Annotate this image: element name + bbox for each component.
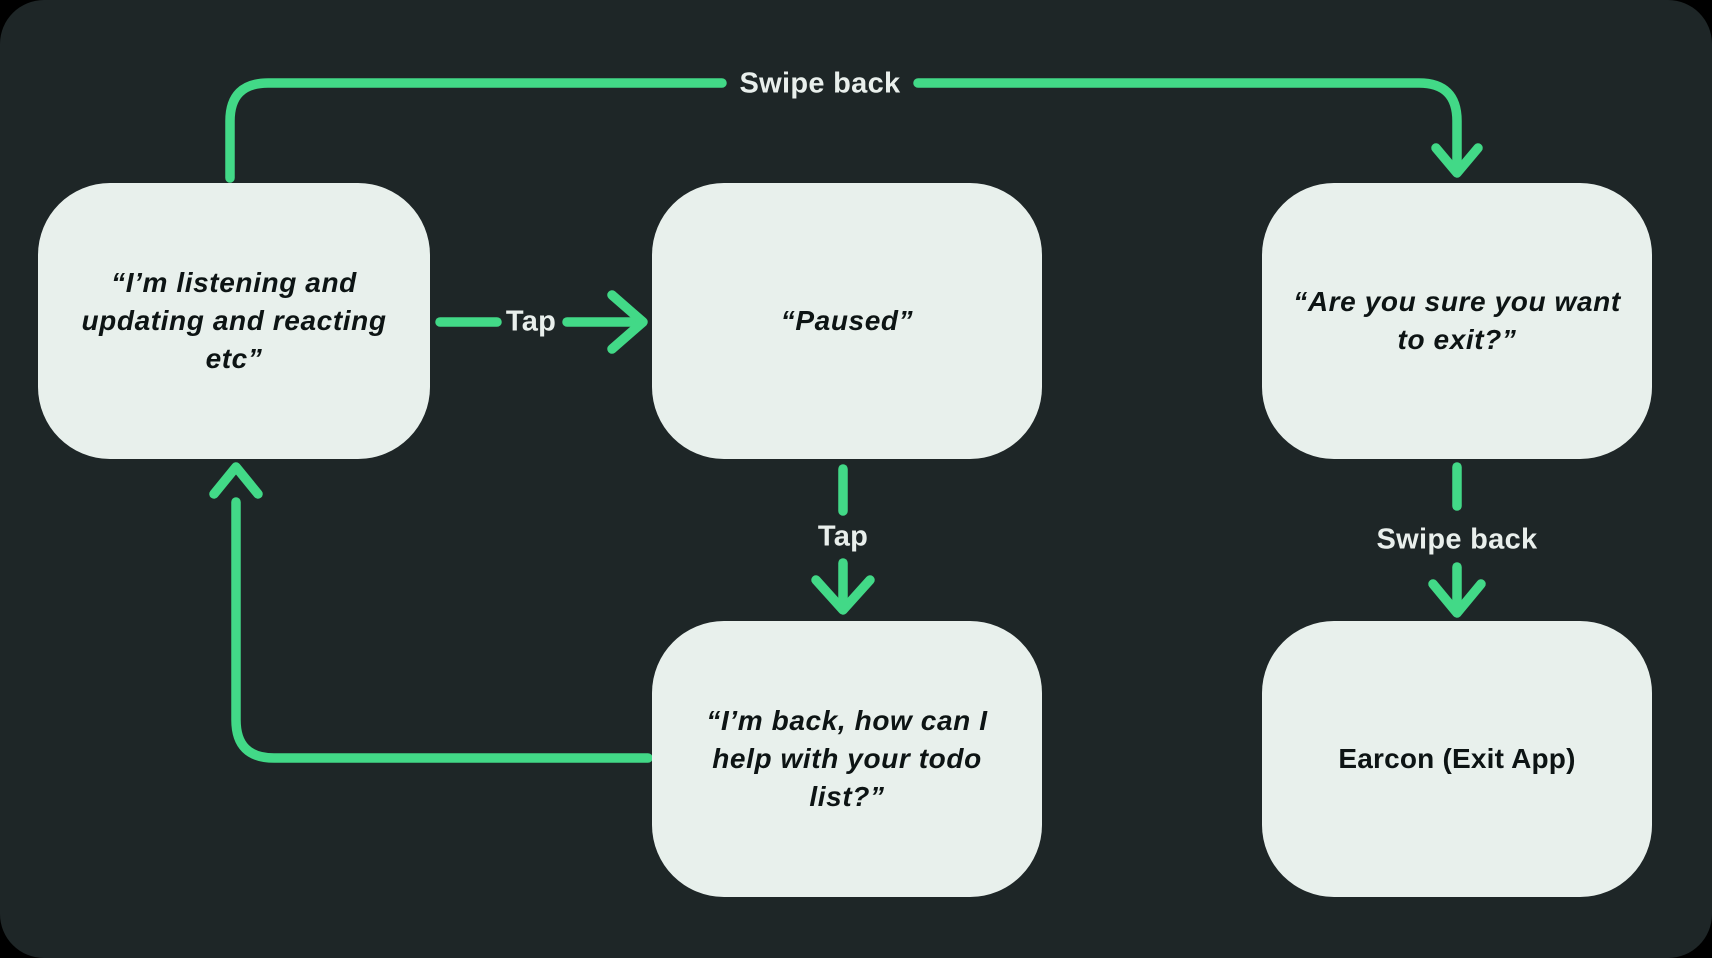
- edge-label-swipe-back-top: Swipe back: [739, 67, 901, 100]
- edge-label-tap-vertical: Tap: [817, 520, 869, 553]
- arrow-swipe-back-top-left-segment: [225, 78, 727, 183]
- arrow-swipe-back-top-right-segment: [913, 78, 1462, 167]
- arrowhead-up-icon: [209, 462, 263, 499]
- node-im-back-state: “I’m back, how can I help with your todo…: [652, 621, 1042, 897]
- node-earcon-text: Earcon (Exit App): [1338, 742, 1576, 774]
- edge-label-swipe-back-right: Swipe back: [1376, 523, 1538, 556]
- arrowhead-down-icon: [811, 575, 875, 615]
- arrowhead-down-icon: [1431, 143, 1483, 178]
- node-paused-state: “Paused”: [652, 183, 1042, 459]
- node-listening-text: “I’m listening and updating and reacting…: [81, 266, 387, 375]
- node-im-back-text: “I’m back, how can I help with your todo…: [706, 704, 988, 813]
- arrow-loop-back-segment: [231, 497, 653, 763]
- edge-label-tap-horizontal: Tap: [505, 305, 557, 338]
- node-listening-state: “I’m listening and updating and reacting…: [38, 183, 430, 459]
- node-exit-confirm-text: “Are you sure you want to exit?”: [1293, 285, 1621, 355]
- node-earcon-exit-state: Earcon (Exit App): [1262, 621, 1652, 897]
- arrowhead-down-icon: [1428, 579, 1486, 618]
- node-exit-confirm-state: “Are you sure you want to exit?”: [1262, 183, 1652, 459]
- arrowhead-right-icon: [607, 290, 648, 354]
- node-paused-text: “Paused”: [780, 304, 914, 336]
